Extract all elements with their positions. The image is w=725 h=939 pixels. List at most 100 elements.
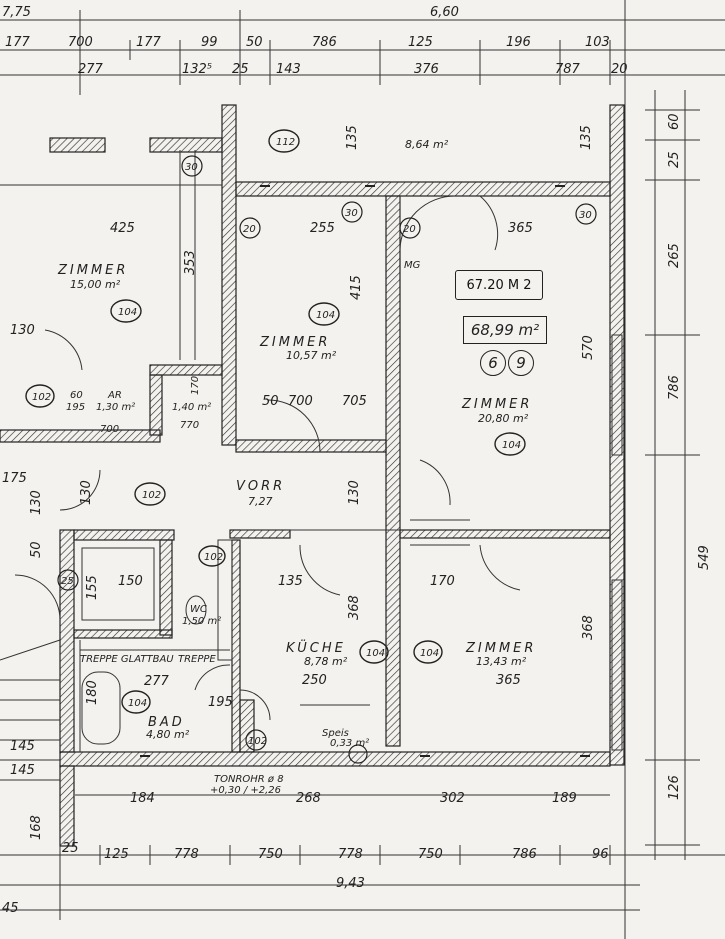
- kueche-dim2: 250: [302, 673, 327, 688]
- wc-area: 1,50 m²: [182, 616, 221, 627]
- stair-label: TREPPE GLATTBAU: [80, 654, 174, 665]
- zimmer3-depth: 570: [581, 335, 596, 360]
- zimmer3-wall2: 20: [403, 224, 416, 235]
- dim-top-r3-2: 25: [232, 62, 249, 77]
- dim-top-r2-0: 177: [5, 35, 31, 50]
- kueche-depth: 368: [347, 595, 362, 620]
- dim-bottom-r1-0: 25: [62, 841, 79, 856]
- room-zimmer-4: 170 368 104 ZIMMER 13,43 m² 365: [413, 574, 596, 688]
- room-kueche: 135 368 KÜCHE 8,78 m² 104 250: [278, 574, 389, 688]
- dim-top-r2-7: 196: [506, 35, 531, 50]
- vorr-label: VORR: [236, 479, 285, 494]
- zimmer3-area: 20,80 m²: [478, 412, 529, 425]
- room-112-dim2: 135: [579, 125, 594, 150]
- zimmer4-dim1: 170: [430, 574, 455, 589]
- kueche-dim1: 135: [278, 574, 303, 589]
- zimmer4-area: 13,43 m²: [476, 655, 527, 668]
- zimmer1-wall: 30: [185, 162, 198, 173]
- zimmer2-label: ZIMMER: [259, 335, 330, 350]
- room-stair-wc: 155 150 TREPPE GLATTBAU TREPPE 180 WC 1,…: [80, 545, 226, 705]
- dim-bottom-r1-2: 778: [174, 847, 199, 862]
- dim-right-1: 25: [667, 151, 682, 168]
- left-dim-7: 145: [10, 763, 35, 778]
- dim-bottom-r1-4: 778: [338, 847, 363, 862]
- left-dim-5: 25: [61, 576, 74, 587]
- dim-top-r1-a: 7,75: [2, 5, 31, 20]
- zimmer2-area: 10,57 m²: [286, 349, 337, 362]
- dim-top-r2-8: 103: [585, 35, 610, 50]
- ar-dim3: 700: [100, 424, 119, 435]
- room-vorraum: 50 700 705 VORR 7,27 102 130: [134, 394, 367, 508]
- dim-top-r3-3: 143: [276, 62, 301, 77]
- dim-top-r3-0: 277: [78, 62, 104, 77]
- zimmer1-tag: 104: [118, 307, 137, 318]
- dim-top-r2-2: 177: [136, 35, 162, 50]
- left-dim-1: 102: [32, 392, 51, 403]
- dim-top-r2-3: 99: [201, 35, 218, 50]
- zimmer3-label: ZIMMER: [461, 397, 532, 412]
- room-112-dim1: 135: [345, 125, 360, 150]
- dim-bottom-r1-6: 786: [512, 847, 537, 862]
- zimmer2-wall2: 30: [345, 208, 358, 219]
- small-room-dim2: 770: [180, 420, 199, 431]
- unit-number-1: 6: [480, 350, 506, 376]
- speis-label: Speis: [322, 728, 349, 739]
- kueche-label: KÜCHE: [286, 639, 346, 656]
- dim-inner-0: 184: [130, 791, 155, 806]
- dim-top-r3-1: 132⁵: [182, 62, 212, 77]
- small-room-dim1: 170: [190, 376, 201, 395]
- zimmer4-depth: 368: [581, 615, 596, 640]
- kueche-area: 8,78 m²: [304, 655, 348, 668]
- left-dim-3: 130: [29, 490, 44, 515]
- left-dim-11: 130: [79, 480, 94, 505]
- right-dimension-lines: [645, 90, 700, 860]
- top-dimension-labels: 7,75 6,60 177 700 177 99 50 786 125 196 …: [2, 5, 628, 77]
- tonrohr-line1: TONROHR ø 8: [214, 774, 284, 785]
- dim-bottom-r3: 45: [2, 901, 19, 916]
- room-zimmer-2: 255 20 30 415 104 ZIMMER 10,57 m²: [239, 201, 364, 362]
- left-dim-2: 175: [2, 471, 27, 486]
- vorr-depth: 130: [347, 480, 362, 505]
- dim-top-r1-b: 6,60: [430, 5, 459, 20]
- bad-label: BAD: [148, 715, 185, 730]
- unit-number-1-text: 6: [488, 354, 498, 372]
- tonrohr-note: TONROHR ø 8 +0,30 / +2,26: [210, 774, 284, 796]
- dim-right-2: 265: [667, 243, 682, 268]
- bottom-dimension-labels: 25 125 778 750 778 750 786 96 9,43 45 18…: [2, 791, 609, 916]
- zimmer4-tag: 104: [420, 648, 439, 659]
- zimmer1-depth: 353: [183, 250, 198, 275]
- vorr-dim-50: 50: [262, 394, 279, 409]
- dim-top-r3-4: 376: [414, 62, 439, 77]
- zimmer2-width: 255: [310, 221, 335, 236]
- dim-top-r2-5: 786: [312, 35, 337, 50]
- dim-right-3: 786: [667, 375, 682, 400]
- dim-inner-1: 268: [296, 791, 321, 806]
- dim-bottom-r1-1: 125: [104, 847, 129, 862]
- ar-area: 1,30 m²: [96, 402, 135, 413]
- dim-top-r2-6: 125: [408, 35, 433, 50]
- room-speis: Speis 0,33 m² 102: [245, 728, 369, 764]
- zimmer2-wall1: 20: [243, 224, 256, 235]
- left-dim-6: 145: [10, 739, 35, 754]
- dim-inner-2: 302: [440, 791, 465, 806]
- bad-dim2: 195: [208, 695, 233, 710]
- bad-area: 4,80 m²: [146, 728, 190, 741]
- room-112-area: 8,64 m²: [405, 138, 449, 151]
- unit-code: 67.20 M 2: [466, 277, 532, 293]
- unit-number-2-text: 9: [516, 354, 526, 372]
- stair-dim1: 155: [85, 575, 100, 600]
- zimmer3-mg: MG: [404, 260, 421, 271]
- right-dimension-labels: 60 25 265 786 549 126: [667, 113, 712, 800]
- unit-number-2: 9: [508, 350, 534, 376]
- zimmer4-dim2: 365: [496, 673, 521, 688]
- tonrohr-line2: +0,30 / +2,26: [210, 785, 281, 796]
- zimmer4-label: ZIMMER: [465, 641, 536, 656]
- dim-bottom-r1-3: 750: [258, 847, 283, 862]
- unit-area-box: 68,99 m²: [463, 316, 547, 344]
- speis-area: 0,33 m²: [330, 738, 369, 749]
- dim-right-0: 60: [667, 113, 682, 130]
- junction-markers: [140, 185, 590, 757]
- wc-tag: 102: [204, 552, 223, 563]
- dim-right-5: 126: [667, 775, 682, 800]
